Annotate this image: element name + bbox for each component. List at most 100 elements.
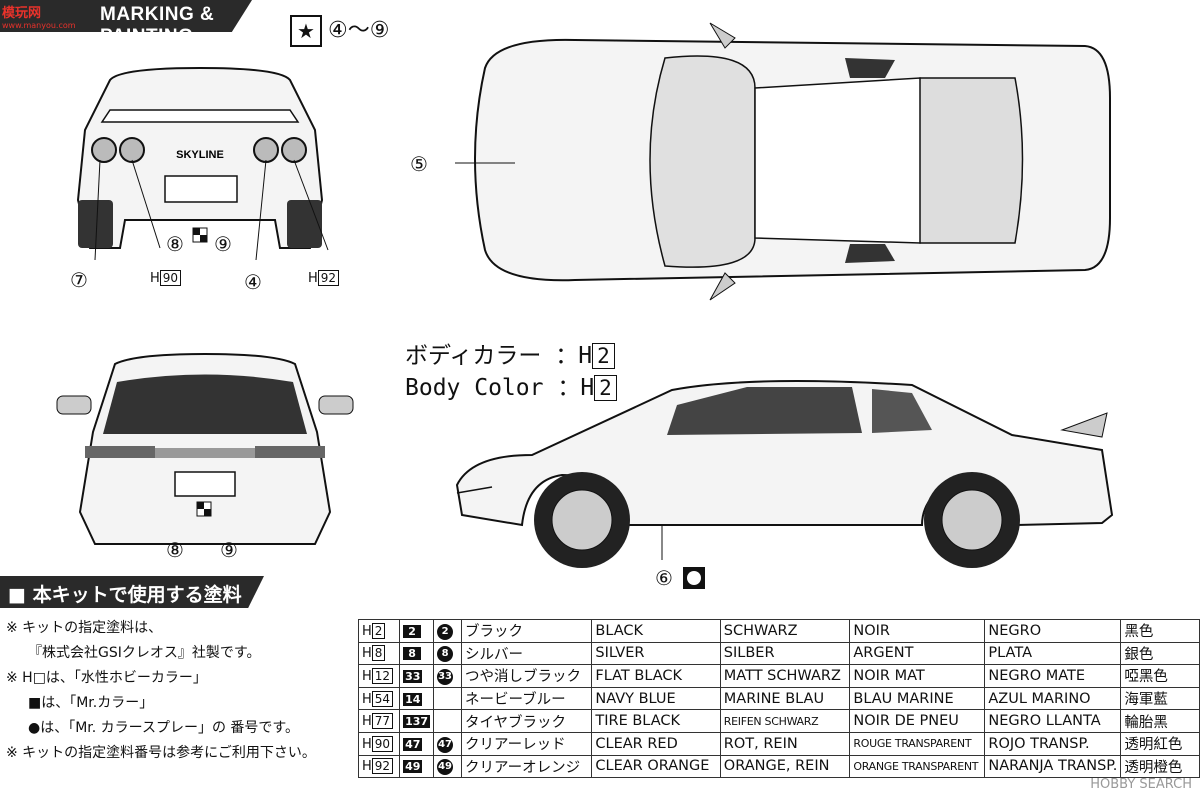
- paint-name-es: NEGRO MATE: [984, 664, 1122, 688]
- front-view-drawing: [56, 352, 354, 545]
- paint-name-jp: シルバー: [460, 641, 593, 666]
- callout-9-front: ⑨: [220, 538, 238, 562]
- top-view-drawing: [455, 22, 1111, 301]
- note-line: ※ キットの指定塗料は、: [6, 620, 163, 636]
- paint-name-es: NARANJA TRANSP.: [984, 754, 1122, 779]
- paint-code-spray: 33: [433, 664, 462, 688]
- paint-name-en: TIRE BLACK: [591, 709, 721, 733]
- paint-code-h-num: 2: [371, 622, 386, 639]
- paint-code-mr-color: 8: [399, 641, 435, 666]
- note-line: ■は、「Mr.カラー」: [28, 695, 154, 711]
- paint-name-es: NEGRO LLANTA: [984, 709, 1122, 733]
- paint-name-es: PLATA: [984, 641, 1122, 666]
- callout-8-rear: ⑧: [166, 232, 184, 256]
- paint-name-de: SCHWARZ: [719, 619, 851, 643]
- paint-name-de: ORANGE, REIN: [719, 754, 851, 779]
- paint-name-de: MARINE BLAU: [719, 686, 851, 711]
- paint-name-cn: 銀色: [1120, 641, 1200, 666]
- site-logo: 模玩网 www.manyou.com: [2, 6, 76, 30]
- paint-name-jp: クリアーオレンジ: [460, 754, 593, 779]
- paint-name-de: MATT SCHWARZ: [719, 664, 851, 688]
- paint-code-mr-color: 49: [399, 754, 435, 779]
- marking-painting-banner: MARKING & PAINTING: [0, 0, 252, 32]
- paint-code-mr-color: 2: [399, 619, 435, 643]
- paint-name-cn: 輪胎黑: [1120, 709, 1200, 733]
- paint-code-h-num: 92: [371, 758, 394, 775]
- decal-range-note: ★④〜⑨: [290, 12, 389, 47]
- mr-color-number: 49: [403, 760, 423, 774]
- side-view-drawing: [455, 380, 1114, 568]
- paint-name-es: AZUL MARINO: [984, 686, 1122, 711]
- paint-name-jp: つや消しブラック: [460, 664, 593, 688]
- paint-name-cn: 啞黑色: [1120, 664, 1200, 688]
- paint-name-fr: NOIR DE PNEU: [849, 709, 986, 733]
- callout-8-front: ⑧: [166, 538, 184, 562]
- paint-name-en: SILVER: [591, 641, 721, 666]
- spray-number: 8: [437, 646, 454, 663]
- note-line: ●は、「Mr. カラースプレー」の 番号です。: [28, 720, 300, 736]
- star-icon: ★: [290, 15, 322, 47]
- spray-number: 47: [437, 736, 454, 753]
- paint-code-spray: 47: [433, 731, 462, 756]
- callout-7: ⑦: [70, 268, 88, 292]
- paint-name-de: REIFEN SCHWARZ: [719, 709, 851, 733]
- paint-name-fr: NOIR: [849, 619, 986, 643]
- paint-name-en: NAVY BLUE: [591, 686, 721, 711]
- paint-code-mr-color: 47: [399, 731, 435, 756]
- paint-name-cn: 透明橙色: [1120, 754, 1200, 779]
- decal-marker-icon: [683, 567, 705, 589]
- paint-name-jp: ネービーブルー: [460, 686, 593, 711]
- callout-5: ⑤: [410, 152, 428, 176]
- paint-name-fr: BLAU MARINE: [849, 686, 986, 711]
- banner-title: MARKING & PAINTING: [100, 4, 215, 47]
- paint-name-cn: 海軍藍: [1120, 686, 1200, 711]
- paint-notes: ※ キットの指定塗料は、 『株式会社GSIクレオス』社製です。 ※ H□は、「水…: [6, 616, 356, 766]
- paint-name-jp: クリアーレッド: [460, 731, 593, 756]
- paint-code-h-num: 90: [371, 735, 394, 752]
- paint-code-h-num: 54: [371, 690, 394, 707]
- note-line: 『株式会社GSIクレオス』社製です。: [28, 645, 261, 661]
- mr-color-number: 8: [403, 647, 422, 661]
- paint-name-jp: ブラック: [460, 619, 593, 643]
- paint-name-en: BLACK: [591, 619, 721, 643]
- mr-color-number: 33: [403, 669, 423, 683]
- note-line: ※ H□は、「水性ホビーカラー」: [6, 670, 207, 686]
- mr-color-number: 47: [403, 737, 423, 751]
- paint-name-jp: タイヤブラック: [460, 709, 593, 733]
- paint-code-mr-color: 33: [399, 664, 435, 688]
- paint-code-spray: 2: [433, 619, 462, 643]
- paint-name-fr: ROUGE TRANSPARENT: [849, 731, 986, 756]
- callout-4: ④: [244, 270, 262, 294]
- paint-name-en: CLEAR RED: [591, 731, 721, 756]
- paint-code-spray: [433, 709, 462, 733]
- mr-color-number: 2: [403, 624, 422, 638]
- paint-name-fr: ORANGE TRANSPARENT: [849, 754, 986, 779]
- spray-number: 49: [437, 759, 454, 776]
- spray-number: 2: [437, 623, 454, 640]
- paint-code-spray: 49: [433, 754, 462, 779]
- paint-code-h-num: 8: [371, 645, 386, 662]
- paint-name-es: NEGRO: [984, 619, 1122, 643]
- rear-view-drawing: SKYLINE: [76, 66, 329, 260]
- paint-name-cn: 透明紅色: [1120, 731, 1200, 756]
- callout-9-rear: ⑨: [214, 232, 232, 256]
